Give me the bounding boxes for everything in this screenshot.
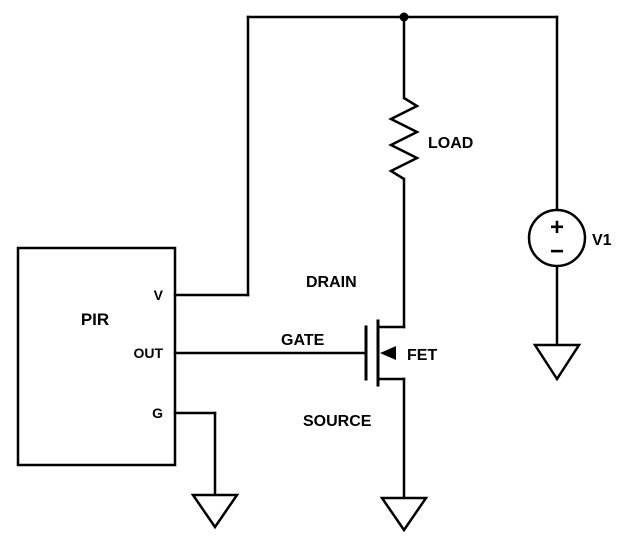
v1-label: V1 xyxy=(592,232,612,249)
pir-pin-out-label: OUT xyxy=(133,345,163,361)
junction-dot xyxy=(399,12,409,22)
source-label: SOURCE xyxy=(303,413,372,430)
pir-pin-v-label: V xyxy=(154,287,164,303)
v1-minus-sign: − xyxy=(550,238,564,265)
load-resistor xyxy=(388,96,420,181)
fet-label: FET xyxy=(407,347,437,364)
v1-plus-sign: + xyxy=(550,214,564,241)
pir-label: PIR xyxy=(81,310,109,329)
load-label: LOAD xyxy=(428,135,473,152)
gate-label: GATE xyxy=(281,332,325,349)
drain-label: DRAIN xyxy=(306,274,357,291)
ground-icon-pir xyxy=(190,493,240,530)
wires xyxy=(173,15,559,500)
pir-pin-g-label: G xyxy=(152,405,163,421)
v1-source-circle xyxy=(527,208,587,268)
fet-arrow-icon xyxy=(380,346,396,360)
fet-symbol xyxy=(364,319,406,387)
pir-box xyxy=(16,246,177,467)
ground-icon-source xyxy=(379,496,429,533)
ground-icon-v1 xyxy=(532,343,582,382)
